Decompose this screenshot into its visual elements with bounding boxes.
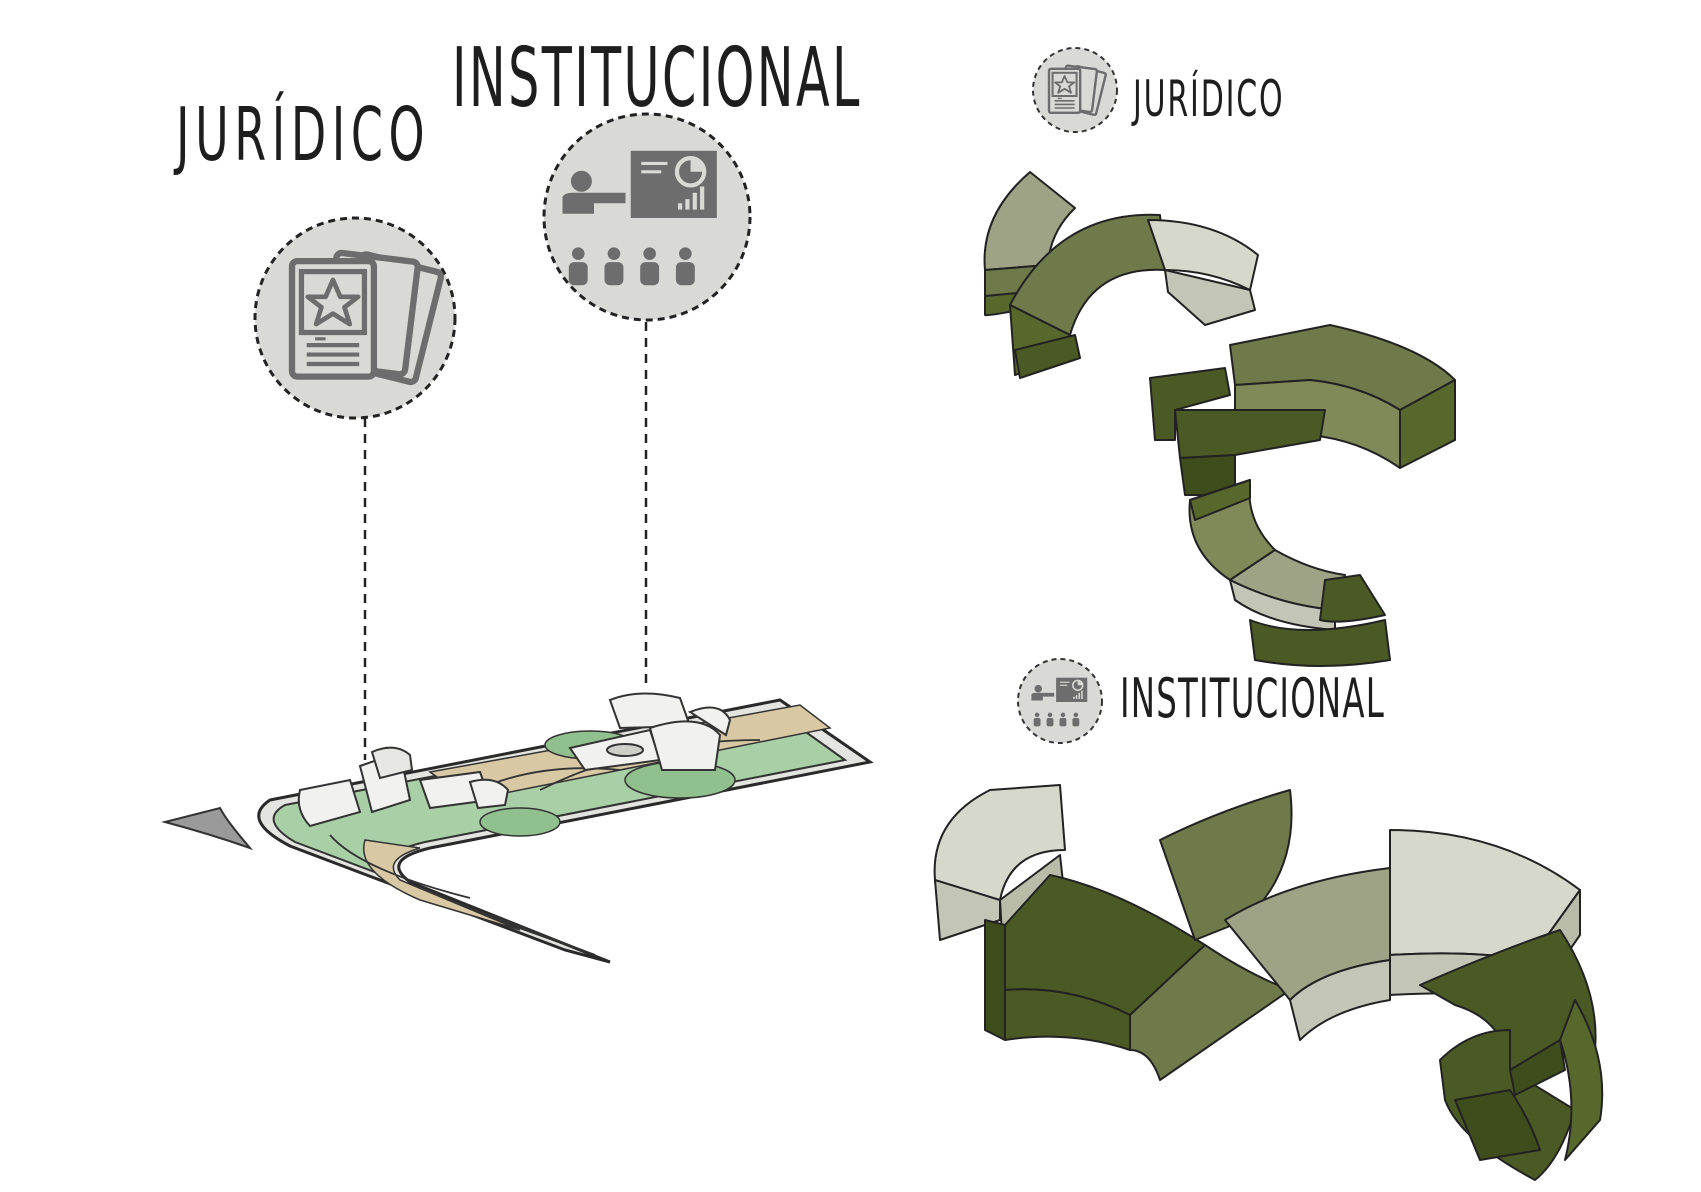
institucional-callout [542,112,752,322]
juridico-title: JURÍDICO [176,92,431,178]
site-path [363,839,521,931]
juridico-massing [983,171,1456,667]
institucional-buildings [568,692,732,772]
site-garden [479,807,561,837]
juridico-buildings [297,746,510,828]
site-sliver [161,806,254,851]
juridico-legend-icon [1032,47,1118,133]
site-plan [161,112,874,964]
institucional-title: INSTITUCIONAL [452,31,862,126]
institucional-legend-icon [1017,658,1103,744]
institucional-legend-label: INSTITUCIONAL [1120,667,1385,730]
institucional-massing [933,784,1604,1181]
juridico-legend-label: JURÍDICO [1133,70,1285,128]
juridico-callout [253,216,457,420]
